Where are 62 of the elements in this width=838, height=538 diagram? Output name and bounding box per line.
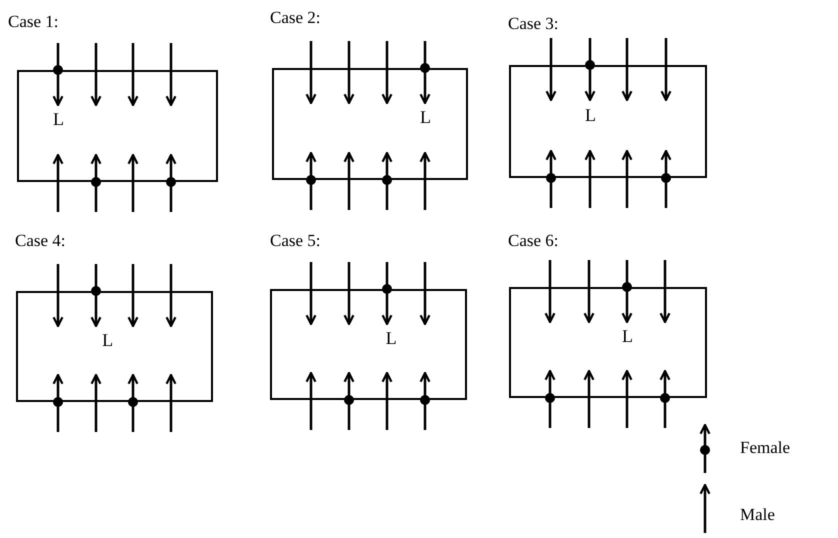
box-label: L — [102, 330, 114, 350]
female-arrow — [584, 38, 596, 101]
male-arrow — [420, 152, 430, 210]
male-arrow — [128, 264, 138, 328]
female-arrow — [546, 150, 556, 208]
case-heading: Case 6: — [508, 231, 559, 251]
female-arrow — [52, 374, 64, 432]
male-arrow — [52, 264, 64, 328]
female-arrow — [90, 154, 102, 212]
male-arrow — [622, 150, 632, 208]
male-arrow — [166, 374, 176, 432]
female-arrow — [420, 372, 430, 430]
male-arrow — [544, 260, 556, 324]
male-arrow — [128, 154, 138, 212]
female-arrow — [166, 154, 176, 212]
female-arrow — [52, 43, 64, 106]
case-heading: Case 4: — [15, 231, 66, 251]
male-arrow — [166, 264, 176, 328]
box-label: L — [622, 326, 633, 346]
female-arrow — [660, 370, 670, 428]
male-arrow — [584, 150, 596, 208]
female-arrow — [660, 150, 672, 208]
case-heading: Case 5: — [270, 231, 321, 251]
female-arrow — [544, 370, 556, 428]
box-label: L — [420, 107, 431, 127]
female-arrow — [344, 372, 354, 430]
female-arrow — [382, 262, 392, 325]
male-arrow — [660, 38, 672, 102]
male-arrow — [344, 41, 354, 104]
male-arrow — [584, 260, 594, 324]
male-arrow — [382, 41, 392, 104]
case-heading: Case 1: — [8, 12, 59, 32]
case-heading: Case 3: — [508, 14, 559, 34]
male-arrow — [90, 374, 102, 432]
male-arrow — [584, 370, 594, 428]
male-arrow — [420, 262, 430, 326]
male-arrow — [622, 38, 632, 102]
male-arrow — [128, 43, 138, 106]
male-arrow — [90, 43, 102, 106]
female-arrow — [622, 260, 632, 323]
male-arrow — [546, 38, 556, 102]
male-arrow — [306, 372, 316, 430]
male-arrow — [344, 262, 354, 326]
female-arrow — [382, 152, 392, 210]
male-arrow — [622, 370, 632, 428]
female-arrow — [128, 374, 138, 432]
legend-label: Male — [740, 505, 775, 525]
male-arrow — [344, 152, 354, 210]
male-arrow — [306, 262, 316, 326]
box-label: L — [386, 328, 397, 348]
female-arrow — [90, 264, 102, 327]
box-label: L — [53, 109, 64, 129]
female-arrow — [306, 152, 316, 210]
male-arrow — [52, 154, 64, 212]
legend-label: Female — [740, 438, 790, 458]
female-arrow — [420, 41, 430, 104]
male-arrow — [306, 41, 316, 104]
male-arrow — [382, 372, 392, 430]
male-arrow — [660, 260, 670, 324]
male-arrow — [166, 43, 176, 106]
box-label: L — [585, 104, 596, 124]
case-heading: Case 2: — [270, 8, 321, 28]
